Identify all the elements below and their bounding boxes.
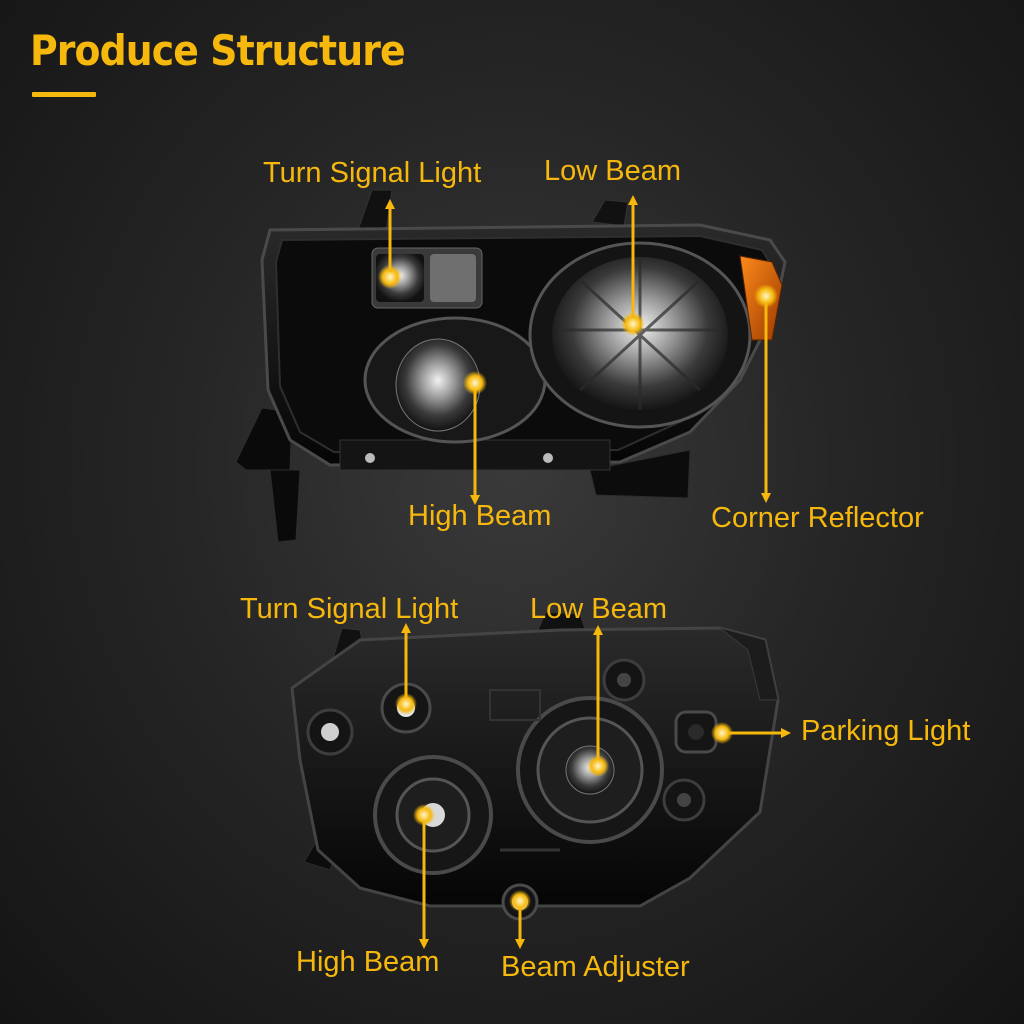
front-high-beam-hotspot <box>463 371 487 395</box>
title-underline <box>32 92 96 97</box>
rear-parking-light-label: Parking Light <box>801 715 971 747</box>
rear-high-beam-hotspot <box>413 804 435 826</box>
front-turn-signal-label: Turn Signal Light <box>263 157 482 189</box>
front-corner-reflector-hotspot <box>754 284 778 308</box>
rear-low-beam-label: Low Beam <box>530 593 668 625</box>
front-low-beam-hotspot <box>621 312 645 336</box>
front-high-beam-label: High Beam <box>408 500 552 532</box>
front-corner-reflector-label: Corner Reflector <box>711 502 924 534</box>
rear-high-beam-label: High Beam <box>296 946 440 978</box>
front-turn-signal-hotspot <box>378 265 402 289</box>
rear-turn-signal-hotspot <box>395 693 417 715</box>
rear-low-beam-hotspot <box>587 755 609 777</box>
front-headlight <box>235 189 787 543</box>
rear-turn-signal-label: Turn Signal Light <box>240 593 459 625</box>
rear-beam-adjuster-hotspot <box>509 890 531 912</box>
page-title: Produce Structure <box>30 26 406 75</box>
front-low-beam-label: Low Beam <box>544 155 682 187</box>
rear-parking-light-hotspot <box>711 722 733 744</box>
rear-headlight <box>290 611 780 921</box>
rear-beam-adjuster-label: Beam Adjuster <box>501 951 690 983</box>
